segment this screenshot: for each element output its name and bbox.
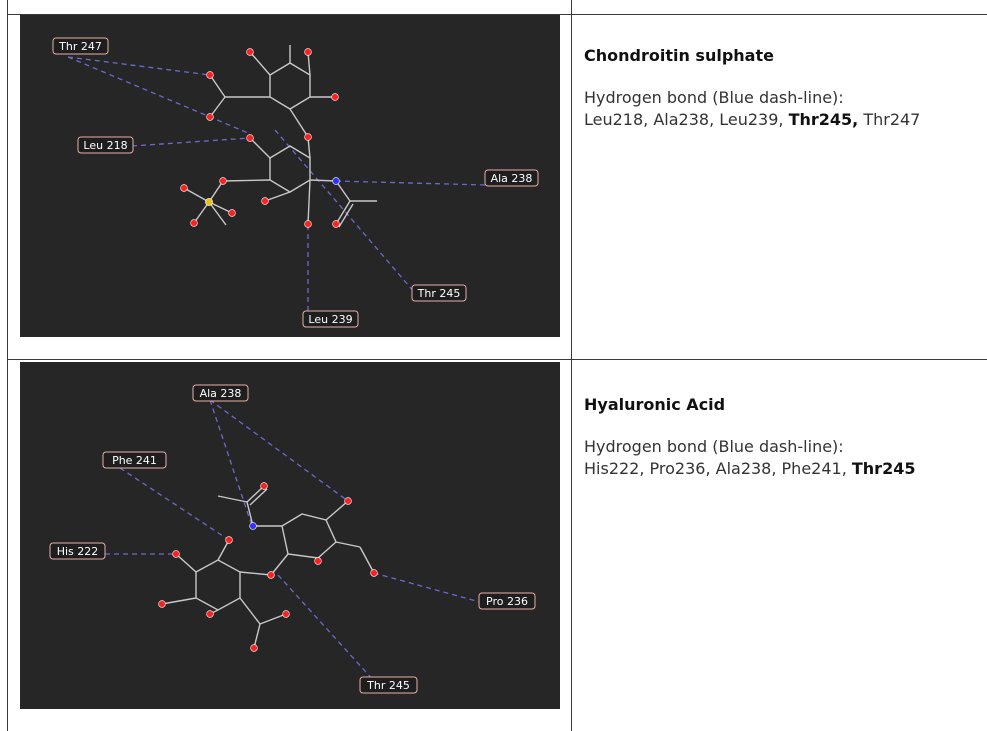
table-border-top — [7, 14, 987, 15]
residue: Leu239 — [719, 110, 779, 129]
hbond-lines — [105, 399, 481, 683]
covalent-bonds — [183, 45, 377, 228]
svg-text:His 222: His 222 — [57, 545, 99, 558]
residue-highlight: Thr245, — [788, 110, 859, 129]
residue: Ala238 — [715, 459, 772, 478]
oxygen-atoms — [180, 48, 340, 228]
residue: Leu218 — [584, 110, 644, 129]
svg-text:Thr 245: Thr 245 — [417, 287, 461, 300]
residue: Ala238 — [653, 110, 710, 129]
hyaluronic-info: Hyaluronic Acid Hydrogen bond (Blue dash… — [584, 395, 984, 480]
residue: His222 — [584, 459, 640, 478]
compound-title: Chondroitin sulphate — [584, 46, 774, 65]
chondroitin-sulphate-diagram: Thr 247 Leu 218 Ala 238 Thr 245 Leu 239 — [20, 15, 560, 337]
residue-label-his222: His 222 — [49, 542, 106, 560]
svg-text:Thr 247: Thr 247 — [58, 40, 102, 53]
svg-text:Ala 238: Ala 238 — [200, 387, 242, 400]
svg-text:Pro 236: Pro 236 — [486, 595, 528, 608]
covalent-bonds — [161, 485, 375, 649]
table-border-left — [7, 0, 8, 731]
residue-label-thr245: Thr 245 — [359, 676, 418, 694]
residue-list: His222, Pro236, Ala238, Phe241, Thr245 — [584, 459, 916, 478]
residue-label-phe241: Phe 241 — [102, 451, 167, 469]
residue-label-ala238: Ala 238 — [192, 384, 249, 402]
svg-text:Ala 238: Ala 238 — [491, 172, 533, 185]
svg-text:Thr 245: Thr 245 — [366, 679, 410, 692]
hbond-description: Hydrogen bond (Blue dash-line): His222, … — [584, 436, 984, 480]
table-column-divider — [571, 0, 572, 731]
compound-title: Hyaluronic Acid — [584, 395, 726, 414]
svg-text:Leu 239: Leu 239 — [308, 313, 352, 326]
svg-text:Phe 241: Phe 241 — [112, 454, 157, 467]
residue-label-ala238: Ala 238 — [484, 169, 539, 187]
residue-label-thr245: Thr 245 — [411, 284, 467, 302]
residue-list: Leu218, Ala238, Leu239, Thr245, Thr247 — [584, 110, 921, 129]
oxygen-atoms — [158, 482, 378, 652]
svg-text:Leu 218: Leu 218 — [83, 139, 127, 152]
chondroitin-info: Chondroitin sulphate Hydrogen bond (Blue… — [584, 46, 984, 131]
nitrogen-atom — [332, 177, 340, 185]
sulfur-atom — [205, 198, 213, 206]
residue-label-leu239: Leu 239 — [302, 310, 359, 328]
chondroitin-molecule-svg: Thr 247 Leu 218 Ala 238 Thr 245 Leu 239 — [52, 37, 539, 328]
hyaluronic-molecule-svg: Ala 238 Phe 241 His 222 Pro 236 Thr 245 — [49, 384, 536, 694]
table-row-divider — [7, 359, 987, 360]
hbond-label: Hydrogen bond (Blue dash-line): — [584, 88, 844, 107]
hyaluronic-acid-diagram: Ala 238 Phe 241 His 222 Pro 236 Thr 245 — [20, 362, 560, 709]
residue-label-thr247: Thr 247 — [52, 37, 109, 55]
residue: Pro236 — [649, 459, 706, 478]
residue: Thr247 — [863, 110, 921, 129]
hbond-description: Hydrogen bond (Blue dash-line): Leu218, … — [584, 87, 984, 131]
residue-highlight: Thr245 — [851, 459, 916, 478]
hbond-label: Hydrogen bond (Blue dash-line): — [584, 437, 844, 456]
residue-label-pro236: Pro 236 — [478, 592, 536, 610]
hbond-lines — [67, 56, 486, 320]
residue: Phe241 — [781, 459, 842, 478]
nitrogen-atom — [249, 522, 257, 530]
residue-label-leu218: Leu 218 — [77, 136, 134, 154]
